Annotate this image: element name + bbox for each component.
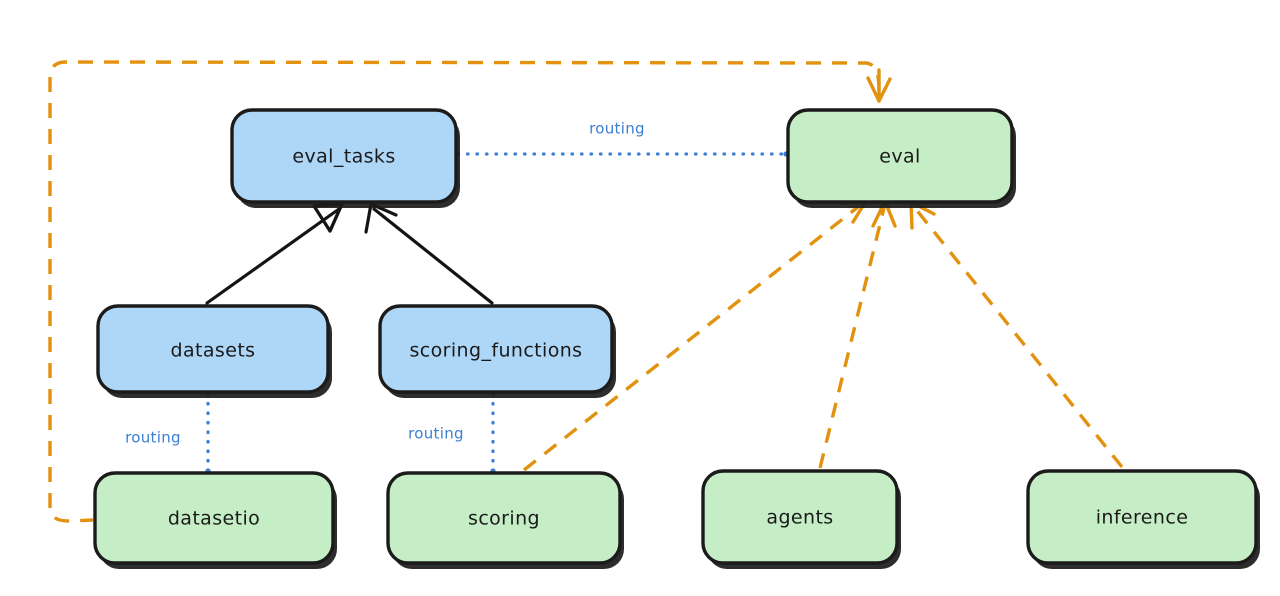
node-label-inference: inference	[1096, 507, 1189, 529]
edge-scoring_functions-scoring	[490, 392, 496, 474]
node-datasets[interactable]: datasets	[96, 304, 332, 398]
edge-datasets-eval_tasks	[205, 202, 344, 305]
edge-inference-eval	[909, 200, 1124, 469]
node-label-eval_tasks: eval_tasks	[292, 146, 395, 168]
edge-label-routing-datasetio: routing	[125, 429, 181, 447]
node-eval[interactable]: eval	[786, 108, 1016, 208]
node-eval_tasks[interactable]: eval_tasks	[230, 108, 460, 208]
node-agents[interactable]: agents	[701, 469, 901, 569]
node-label-datasetio: datasetio	[168, 508, 260, 530]
node-label-eval: eval	[879, 146, 920, 168]
node-scoring_functions[interactable]: scoring_functions	[378, 304, 616, 398]
node-datasetio[interactable]: datasetio	[93, 471, 337, 569]
node-label-agents: agents	[766, 507, 833, 529]
edge-label-routing-eval: routing	[589, 120, 645, 138]
edge-eval-datasetio	[48, 60, 892, 523]
edge-scoring_functions-eval_tasks	[364, 202, 494, 305]
node-label-scoring_functions: scoring_functions	[410, 340, 583, 362]
node-label-datasets: datasets	[171, 340, 256, 362]
edge-datasets-datasetio	[205, 392, 211, 474]
node-inference[interactable]: inference	[1026, 469, 1260, 569]
edge-eval_tasks-eval	[456, 151, 789, 157]
edge-label-routing-scoring: routing	[408, 425, 464, 443]
edge-agents-eval	[818, 199, 897, 469]
node-scoring[interactable]: scoring	[386, 471, 624, 569]
node-label-scoring: scoring	[468, 508, 540, 530]
